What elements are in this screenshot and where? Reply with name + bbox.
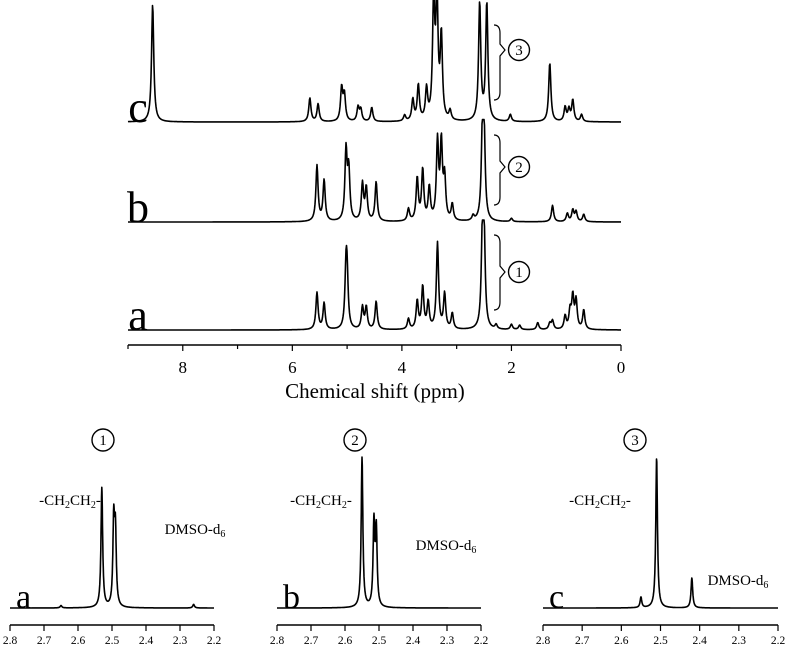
annotation-text: CH	[321, 493, 342, 509]
spectrum-trace-a	[127, 219, 622, 331]
annotation-subscript: 2	[316, 500, 321, 511]
inset-3-tick-label: 2.7	[575, 635, 590, 646]
spectrum-trace-b	[127, 118, 622, 223]
inset-1-tick-label: 2.4	[139, 635, 154, 646]
annotation-text: -	[626, 493, 631, 509]
annotation-ch2ch2-2: -CH2CH2-	[290, 493, 352, 511]
inset-panel-letter-2: b	[283, 579, 300, 616]
inset-trace-3	[542, 458, 779, 609]
annotation-subscript: 6	[220, 529, 225, 540]
bracket-circle-number-c: 3	[515, 43, 523, 59]
bracket-circle-number-a: 1	[515, 265, 523, 281]
annotation-subscript: 2	[91, 500, 96, 511]
annotation-subscript: 2	[65, 500, 70, 511]
inset-1-tick-label: 2.8	[3, 635, 18, 646]
main-tick-label: 4	[398, 358, 407, 377]
spectrum-label-a: a	[128, 291, 148, 340]
main-spectra-panel: a 1 b 2 c 3	[127, 0, 622, 340]
inset-circle-number-2: 2	[351, 433, 359, 449]
inset-panel-letter-1: a	[16, 579, 31, 616]
inset-3-tick-label: 2.6	[614, 635, 629, 646]
annotation-text: -	[96, 493, 101, 509]
main-tick-label: 2	[507, 358, 516, 377]
annotation-subscript: 2	[342, 500, 347, 511]
inset-1-tick-label: 2.5	[105, 635, 120, 646]
main-tick-label: 8	[179, 358, 188, 377]
inset-2-tick-label: 2.4	[406, 635, 421, 646]
inset-3-tick-label: 2.2	[771, 635, 786, 646]
annotation-text: CH	[70, 493, 91, 509]
spectrum-trace-c	[127, 0, 622, 123]
inset-2-tick-label: 2.7	[304, 635, 319, 646]
inset-circle-1	[91, 428, 115, 452]
annotation-subscript: 6	[763, 580, 768, 591]
inset-trace-2	[276, 456, 482, 609]
inset-2-tick-label: 2.3	[440, 635, 455, 646]
annotation-subscript: 2	[595, 500, 600, 511]
inset-panel-letter-3: c	[549, 579, 564, 616]
inset-1-tick-label: 2.2	[207, 635, 222, 646]
inset-trace-1	[9, 486, 215, 609]
main-x-axis: 8 6 4 2 0	[127, 344, 626, 377]
inset-1-tick-label: 2.3	[173, 635, 188, 646]
bracket-circle-number-b: 2	[515, 160, 523, 176]
annotation-dmso-2: DMSO-d6	[416, 538, 477, 556]
inset-circle-3	[623, 428, 647, 452]
bracket-circle-b	[507, 155, 531, 179]
annotation-text: CH	[600, 493, 621, 509]
inset-2-tick-label: 2.2	[474, 635, 489, 646]
inset-3-tick-label: 2.3	[732, 635, 747, 646]
inset-1-tick-label: 2.6	[71, 635, 86, 646]
x-axis-label: Chemical shift (ppm)	[285, 379, 465, 403]
inset-panel-3: 2.8 2.7 2.6 2.5 2.4 2.3 2.2 c 3 -CH2CH2- DMSO-d6	[536, 428, 786, 646]
annotation-dmso-1: DMSO-d6	[165, 522, 226, 540]
inset-3-tick-label: 2.4	[692, 635, 707, 646]
spectrum-label-c: c	[128, 83, 148, 132]
main-tick-label: 6	[288, 358, 297, 377]
main-tick-label: 0	[617, 358, 626, 377]
inset-2-tick-label: 2.5	[372, 635, 387, 646]
spectrum-label-b: b	[127, 183, 149, 232]
inset-circle-2	[343, 428, 367, 452]
bracket-circle-c	[507, 38, 531, 62]
annotation-ch2ch2-1: -CH2CH2-	[39, 493, 101, 511]
annotation-ch2ch2-3: -CH2CH2-	[569, 493, 631, 511]
annotation-subscript: 2	[621, 500, 626, 511]
inset-circle-number-1: 1	[99, 433, 107, 449]
annotation-text: -	[347, 493, 352, 509]
inset-panel-1: 2.8 2.7 2.6 2.5 2.4 2.3 2.2 a 1 -CH2CH2- DMSO-d6	[3, 428, 226, 646]
inset-1-tick-label: 2.7	[37, 635, 52, 646]
bracket-circle-a	[507, 260, 531, 284]
inset-3-tick-label: 2.5	[653, 635, 668, 646]
annotation-dmso-3: DMSO-d6	[708, 573, 769, 591]
inset-2-tick-label: 2.6	[338, 635, 353, 646]
inset-circle-number-3: 3	[631, 433, 639, 449]
inset-2-tick-label: 2.8	[270, 635, 285, 646]
bracket-b	[493, 134, 506, 206]
bracket-a	[493, 234, 506, 311]
annotation-subscript: 6	[471, 545, 476, 556]
bracket-c	[493, 24, 506, 101]
inset-3-tick-label: 2.8	[536, 635, 551, 646]
